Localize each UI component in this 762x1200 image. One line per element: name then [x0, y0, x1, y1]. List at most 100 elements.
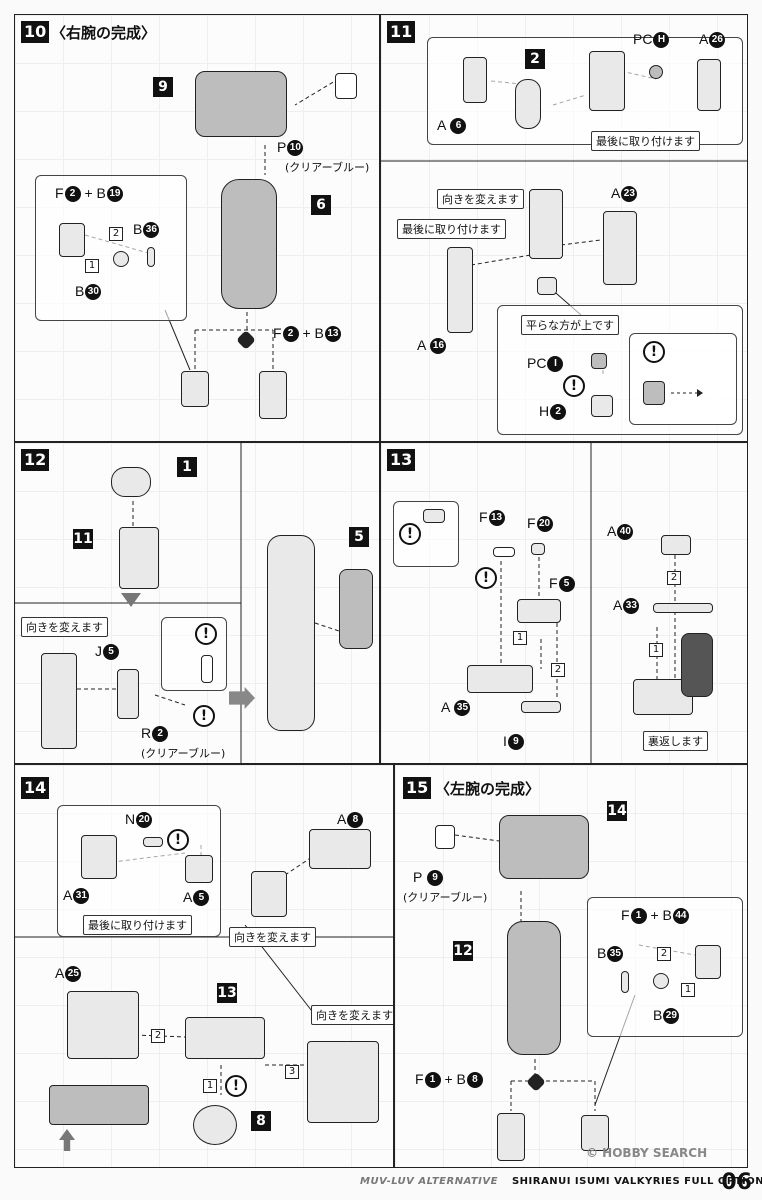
shoulder-joint-part [111, 467, 151, 497]
upper-arm-part [499, 815, 589, 879]
hand-frame-part [695, 945, 721, 979]
a33-part [653, 603, 713, 613]
callout-attach-last: 最後に取り付けます [591, 131, 700, 151]
step-number: 10 [21, 21, 50, 43]
i9-part [521, 701, 561, 713]
clear-part-p10 [335, 73, 357, 99]
pin-part [147, 247, 155, 267]
flipped-cover [681, 633, 713, 697]
upper-arm-part [195, 71, 287, 137]
callout-turn: 向きを変えます [437, 189, 524, 209]
caution-icon: ! [399, 523, 421, 545]
a26-part [697, 59, 721, 111]
callout-turn: 向きを変えます [21, 617, 108, 637]
a16-part [447, 247, 473, 333]
base-part [633, 679, 693, 715]
part-number-5: 5 [349, 527, 369, 547]
assembly-11 [119, 527, 159, 589]
h2-block [591, 395, 613, 417]
a5-part [185, 855, 213, 883]
clear-blue-note: (クリアーブルー) [403, 891, 488, 904]
pc-h-cap [649, 65, 663, 79]
part-number-8: 8 [251, 1111, 271, 1131]
shoulder-part [589, 51, 625, 111]
caution-icon-2: ! [193, 705, 215, 727]
step-number: 14 [21, 777, 50, 799]
pc-detail-part [643, 381, 665, 405]
finished-forearm [307, 1041, 379, 1123]
order-1b: 1 [649, 643, 663, 657]
order-1: 1 [513, 631, 527, 645]
joint-part [653, 973, 669, 989]
caution-icon: ! [563, 375, 585, 397]
step-number: 13 [387, 449, 416, 471]
clear-part-p9 [435, 825, 455, 849]
product-name: SHIRANUI ISUMI VALKYRIES FULL OPTION SET [511, 1176, 762, 1187]
joined-part [251, 871, 287, 917]
part-number-1: 1 [177, 457, 197, 477]
part-number-12: 12 [453, 941, 473, 961]
series-name: MUV-LUV ALTERNATIVE [360, 1176, 498, 1187]
open-hand [259, 371, 287, 419]
order-2: 2 [551, 663, 565, 677]
page-number: 06 [721, 1170, 752, 1195]
clear-lens-part [201, 655, 213, 683]
f20-part [531, 543, 545, 555]
a35-part [467, 665, 533, 693]
callout-attach-last-2: 最後に取り付けます [397, 219, 506, 239]
caution-icon-2: ! [475, 567, 497, 589]
label-a16: A 16 [417, 337, 447, 355]
label-p9: P 9 [413, 869, 443, 887]
order-2: 2 [109, 227, 123, 241]
a6-part [463, 57, 487, 103]
label-a35: A 35 [441, 699, 471, 717]
gear-joint-part [193, 1105, 237, 1145]
caution-icon: ! [195, 623, 217, 645]
forearm-part [507, 921, 561, 1055]
pc-i-cap [591, 353, 607, 369]
caution-icon-2: ! [225, 1075, 247, 1097]
shield-part [515, 79, 541, 129]
turned-assembly [529, 189, 563, 259]
part-number-6: 6 [311, 195, 331, 215]
n20-part [143, 837, 163, 847]
forearm-part [221, 179, 277, 309]
step-title: 〈右腕の完成〉 [51, 24, 157, 42]
callout-turn: 向きを変えます [229, 927, 316, 947]
clear-part-detail-box [161, 617, 227, 691]
peg-part [423, 509, 445, 523]
step-number: 12 [21, 449, 50, 471]
order-1: 1 [85, 259, 99, 273]
order-1: 1 [203, 1079, 217, 1093]
arrow-right-icon [229, 687, 255, 709]
order-2b: 2 [667, 571, 681, 585]
a40-part [661, 535, 691, 555]
callout-turn-2: 向きを変えます [311, 1005, 393, 1025]
arm-assembly [267, 535, 315, 731]
f5-part [517, 599, 561, 623]
